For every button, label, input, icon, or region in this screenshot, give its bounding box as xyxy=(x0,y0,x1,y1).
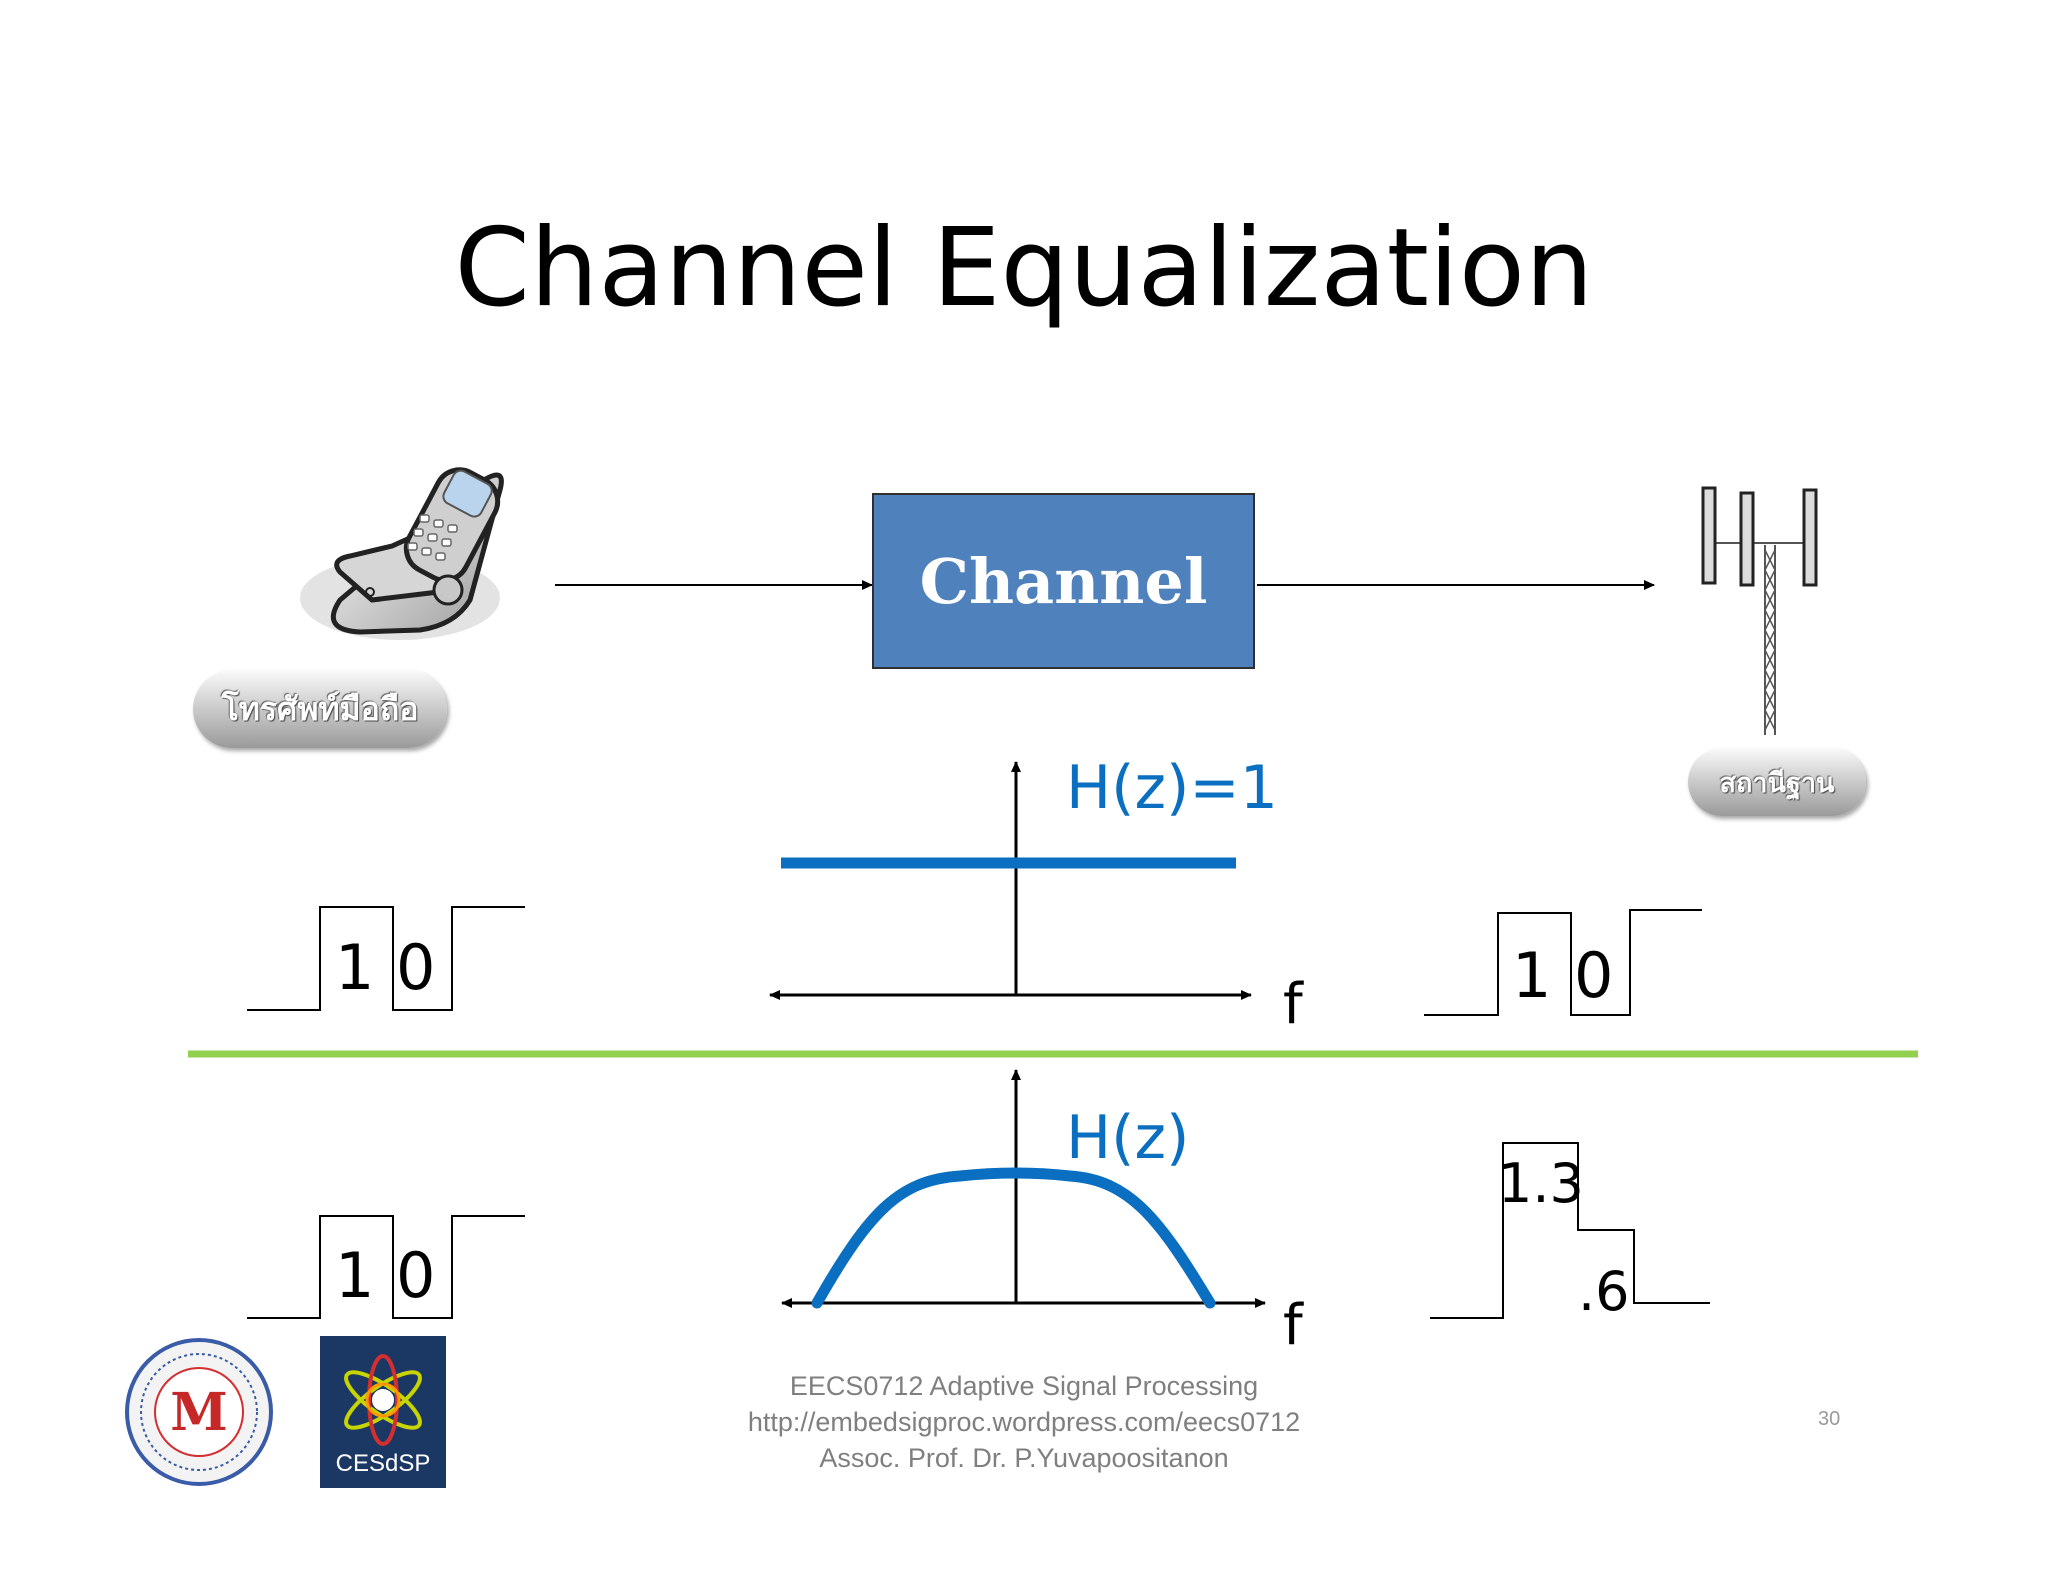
mobile-phone-icon xyxy=(300,467,504,640)
bottom-output-signal xyxy=(1430,1142,1710,1319)
top-response-label: H(z)=1 xyxy=(1066,753,1278,823)
footer-course: EECS0712 Adaptive Signal Processing xyxy=(789,1371,1259,1401)
footer-url[interactable]: http://embedsigproc.wordpress.com/eecs07… xyxy=(747,1407,1301,1437)
mobile-phone-label: โทรศัพท์มือถือ xyxy=(193,670,447,748)
slide-title: Channel Equalization xyxy=(454,206,1594,331)
top-input-bit-1: 1 xyxy=(335,931,375,1004)
top-input-bit-0: 0 xyxy=(396,931,436,1004)
bottom-input-bit-0: 0 xyxy=(396,1239,436,1312)
top-output-signal xyxy=(1424,909,1702,1016)
top-input-signal xyxy=(247,906,525,1011)
channel-response-curve xyxy=(811,1167,1216,1309)
top-output-bit-1: 1 xyxy=(1512,939,1552,1012)
channel-block: Channel xyxy=(872,493,1255,669)
top-freq-label: f xyxy=(1283,972,1303,1037)
base-station-tower-icon xyxy=(1701,486,1818,735)
university-seal-logo: M xyxy=(125,1338,273,1486)
bottom-freq-label: f xyxy=(1283,1293,1303,1358)
slide-footer: EECS0712 Adaptive Signal Processing http… xyxy=(700,1368,1348,1476)
top-output-bit-0: 0 xyxy=(1574,939,1614,1012)
bottom-output-value-low: .6 xyxy=(1578,1260,1630,1323)
cesdsp-logo-text: CESdSP xyxy=(335,1450,431,1477)
bottom-output-value-high: 1.3 xyxy=(1498,1152,1584,1215)
footer-author: Assoc. Prof. Dr. P.Yuvapoositanon xyxy=(819,1443,1229,1473)
bottom-input-signal xyxy=(247,1215,525,1319)
seal-monogram: M xyxy=(170,1382,228,1443)
bottom-input-bit-1: 1 xyxy=(335,1239,375,1312)
cesdsp-logo: CESdSP xyxy=(320,1336,446,1488)
slide-number: 30 xyxy=(1818,1408,1841,1430)
bottom-response-label: H(z) xyxy=(1066,1103,1190,1173)
channel-label: Channel xyxy=(919,544,1208,618)
base-station-label: สถานีฐาน xyxy=(1688,748,1866,816)
atom-icon xyxy=(344,1354,422,1446)
